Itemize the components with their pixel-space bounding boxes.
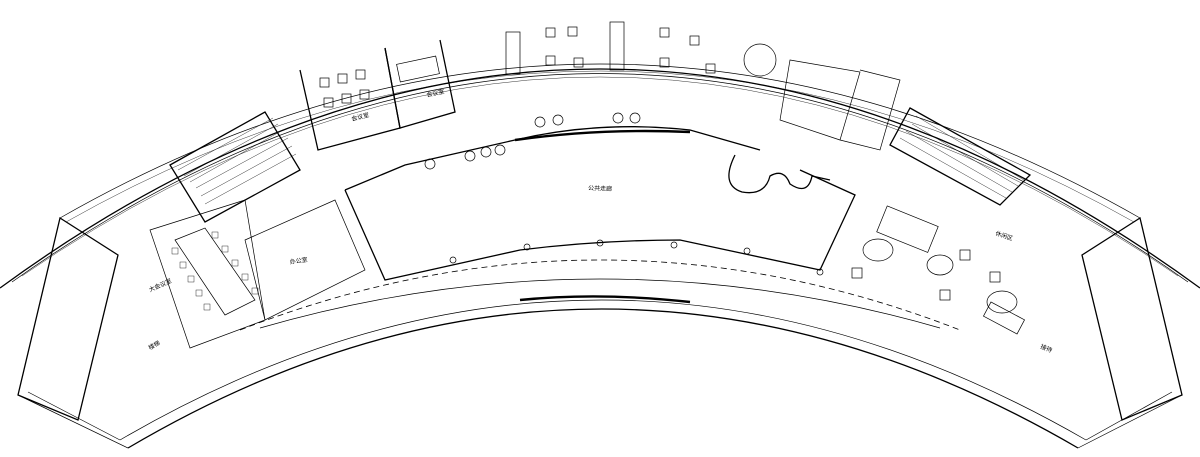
label-stair-west: 楼梯 [147,339,161,352]
feature-wall [728,154,831,194]
label-reception: 接待 [1039,342,1053,354]
courtyard-edge [119,259,1087,449]
label-corridor: 公共走廊 [588,184,612,193]
label-office: 办公室 [289,256,308,266]
conference-table [171,227,259,316]
label-boardroom: 大会议室 [148,277,173,294]
label-lounge: 休闲区 [994,229,1014,242]
partitions [149,39,901,349]
facade [0,63,1200,289]
west-wing [17,216,129,449]
lounge-furniture [851,205,1026,335]
label-meeting-b: 会议室 [351,111,370,123]
stair-west [169,111,301,223]
stair-east [889,107,1032,206]
label-meeting-a: 会议室 [426,87,445,99]
workstations [319,21,777,108]
east-wing [1077,216,1183,449]
corridor-seating [424,112,824,276]
